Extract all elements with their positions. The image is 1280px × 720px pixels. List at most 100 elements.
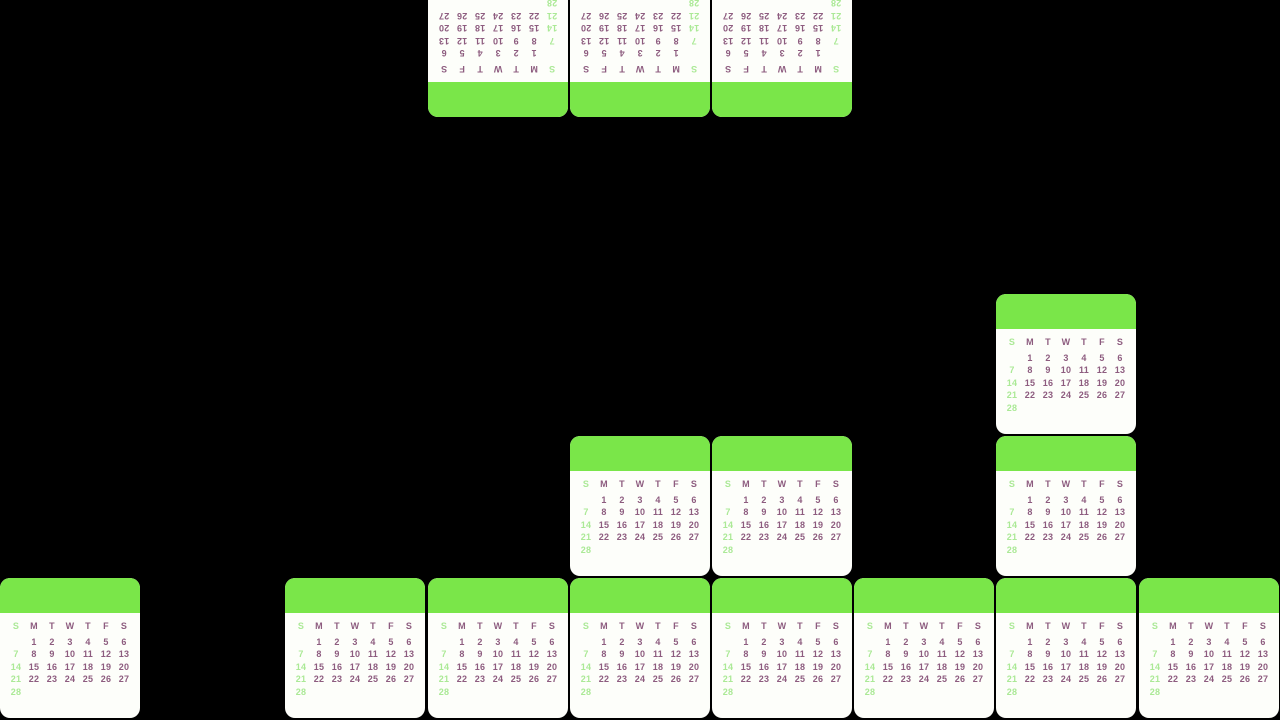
date-cell: 23	[474, 674, 486, 685]
date-cell: 19	[1239, 661, 1251, 672]
date-cell: 7	[298, 649, 304, 660]
week-row: 28	[719, 0, 845, 9]
date-cell: 4	[1224, 636, 1230, 647]
date-cell: 18	[510, 661, 522, 672]
day-letter: S	[690, 64, 698, 75]
date-cell: 9	[1045, 365, 1051, 376]
week-row: 28	[292, 686, 418, 699]
date-cell: 20	[688, 661, 700, 672]
date-cell: 6	[725, 48, 731, 59]
date-cell: 5	[1242, 636, 1248, 647]
date-cell: 23	[616, 532, 628, 543]
date-cell: 22	[313, 674, 325, 685]
date-cell: 19	[456, 23, 468, 34]
date-cell: 12	[740, 35, 752, 46]
day-letter: S	[297, 620, 305, 631]
date-cell: 16	[510, 23, 522, 34]
date-cell: 12	[670, 507, 682, 518]
date-cell: 17	[349, 661, 361, 672]
date-cell: 9	[513, 35, 519, 46]
date-cell: 16	[794, 23, 806, 34]
date-cell: 14	[830, 23, 842, 34]
date-cell: 28	[1006, 402, 1018, 413]
date-cell: 7	[833, 35, 839, 46]
day-letter: T	[1224, 620, 1230, 631]
date-cell: 3	[637, 48, 643, 59]
date-cell: 17	[1203, 661, 1215, 672]
date-cell: 26	[1239, 674, 1251, 685]
day-letter: S	[832, 64, 840, 75]
date-cell: 23	[46, 674, 58, 685]
day-letter: S	[1008, 620, 1016, 631]
day-letter: T	[761, 64, 767, 75]
date-cell: 5	[388, 636, 394, 647]
date-cell: 15	[456, 661, 468, 672]
date-cell: 4	[797, 636, 803, 647]
date-cell: 5	[743, 48, 749, 59]
date-cell: 16	[331, 661, 343, 672]
date-cell: 17	[64, 661, 76, 672]
date-cell: 22	[740, 674, 752, 685]
date-cell: 19	[100, 661, 112, 672]
date-cell: 16	[616, 519, 628, 530]
day-letter: T	[477, 620, 483, 631]
date-cell: 23	[758, 532, 770, 543]
date-cell: 20	[546, 661, 558, 672]
day-letter: T	[903, 620, 909, 631]
week-row: 28	[577, 0, 703, 9]
date-cell: 10	[492, 649, 504, 660]
date-cell: 9	[1045, 649, 1051, 660]
day-letter: S	[440, 64, 448, 75]
date-cell: 20	[1114, 377, 1126, 388]
date-cell: 1	[601, 636, 607, 647]
date-cell: 3	[921, 636, 927, 647]
date-cell: 28	[1006, 544, 1018, 555]
calendar-header-bar	[285, 578, 425, 613]
date-cell: 9	[49, 649, 55, 660]
day-letter: S	[832, 478, 840, 489]
date-cell: 23	[1042, 532, 1054, 543]
date-cell: 28	[546, 0, 558, 9]
date-cell: 1	[673, 48, 679, 59]
day-letter: M	[672, 64, 680, 75]
date-cell: 23	[616, 674, 628, 685]
date-cell: 10	[918, 649, 930, 660]
date-cell: 19	[740, 23, 752, 34]
date-cell: 27	[580, 10, 592, 21]
date-cell: 1	[531, 48, 537, 59]
date-cell: 17	[918, 661, 930, 672]
day-letter: S	[405, 620, 413, 631]
date-cell: 11	[511, 649, 521, 660]
date-cell: 20	[830, 519, 842, 530]
date-cell: 10	[1203, 649, 1215, 660]
day-letter: F	[388, 620, 394, 631]
day-letter: T	[1081, 478, 1087, 489]
date-cell: 7	[441, 649, 447, 660]
date-cell: 5	[103, 636, 109, 647]
date-cell: 15	[740, 519, 752, 530]
date-cell: 13	[722, 35, 734, 46]
date-cell: 18	[652, 661, 664, 672]
day-letter: S	[582, 478, 590, 489]
date-cell: 26	[740, 10, 752, 21]
date-cell: 22	[456, 674, 468, 685]
date-cell: 18	[82, 661, 94, 672]
